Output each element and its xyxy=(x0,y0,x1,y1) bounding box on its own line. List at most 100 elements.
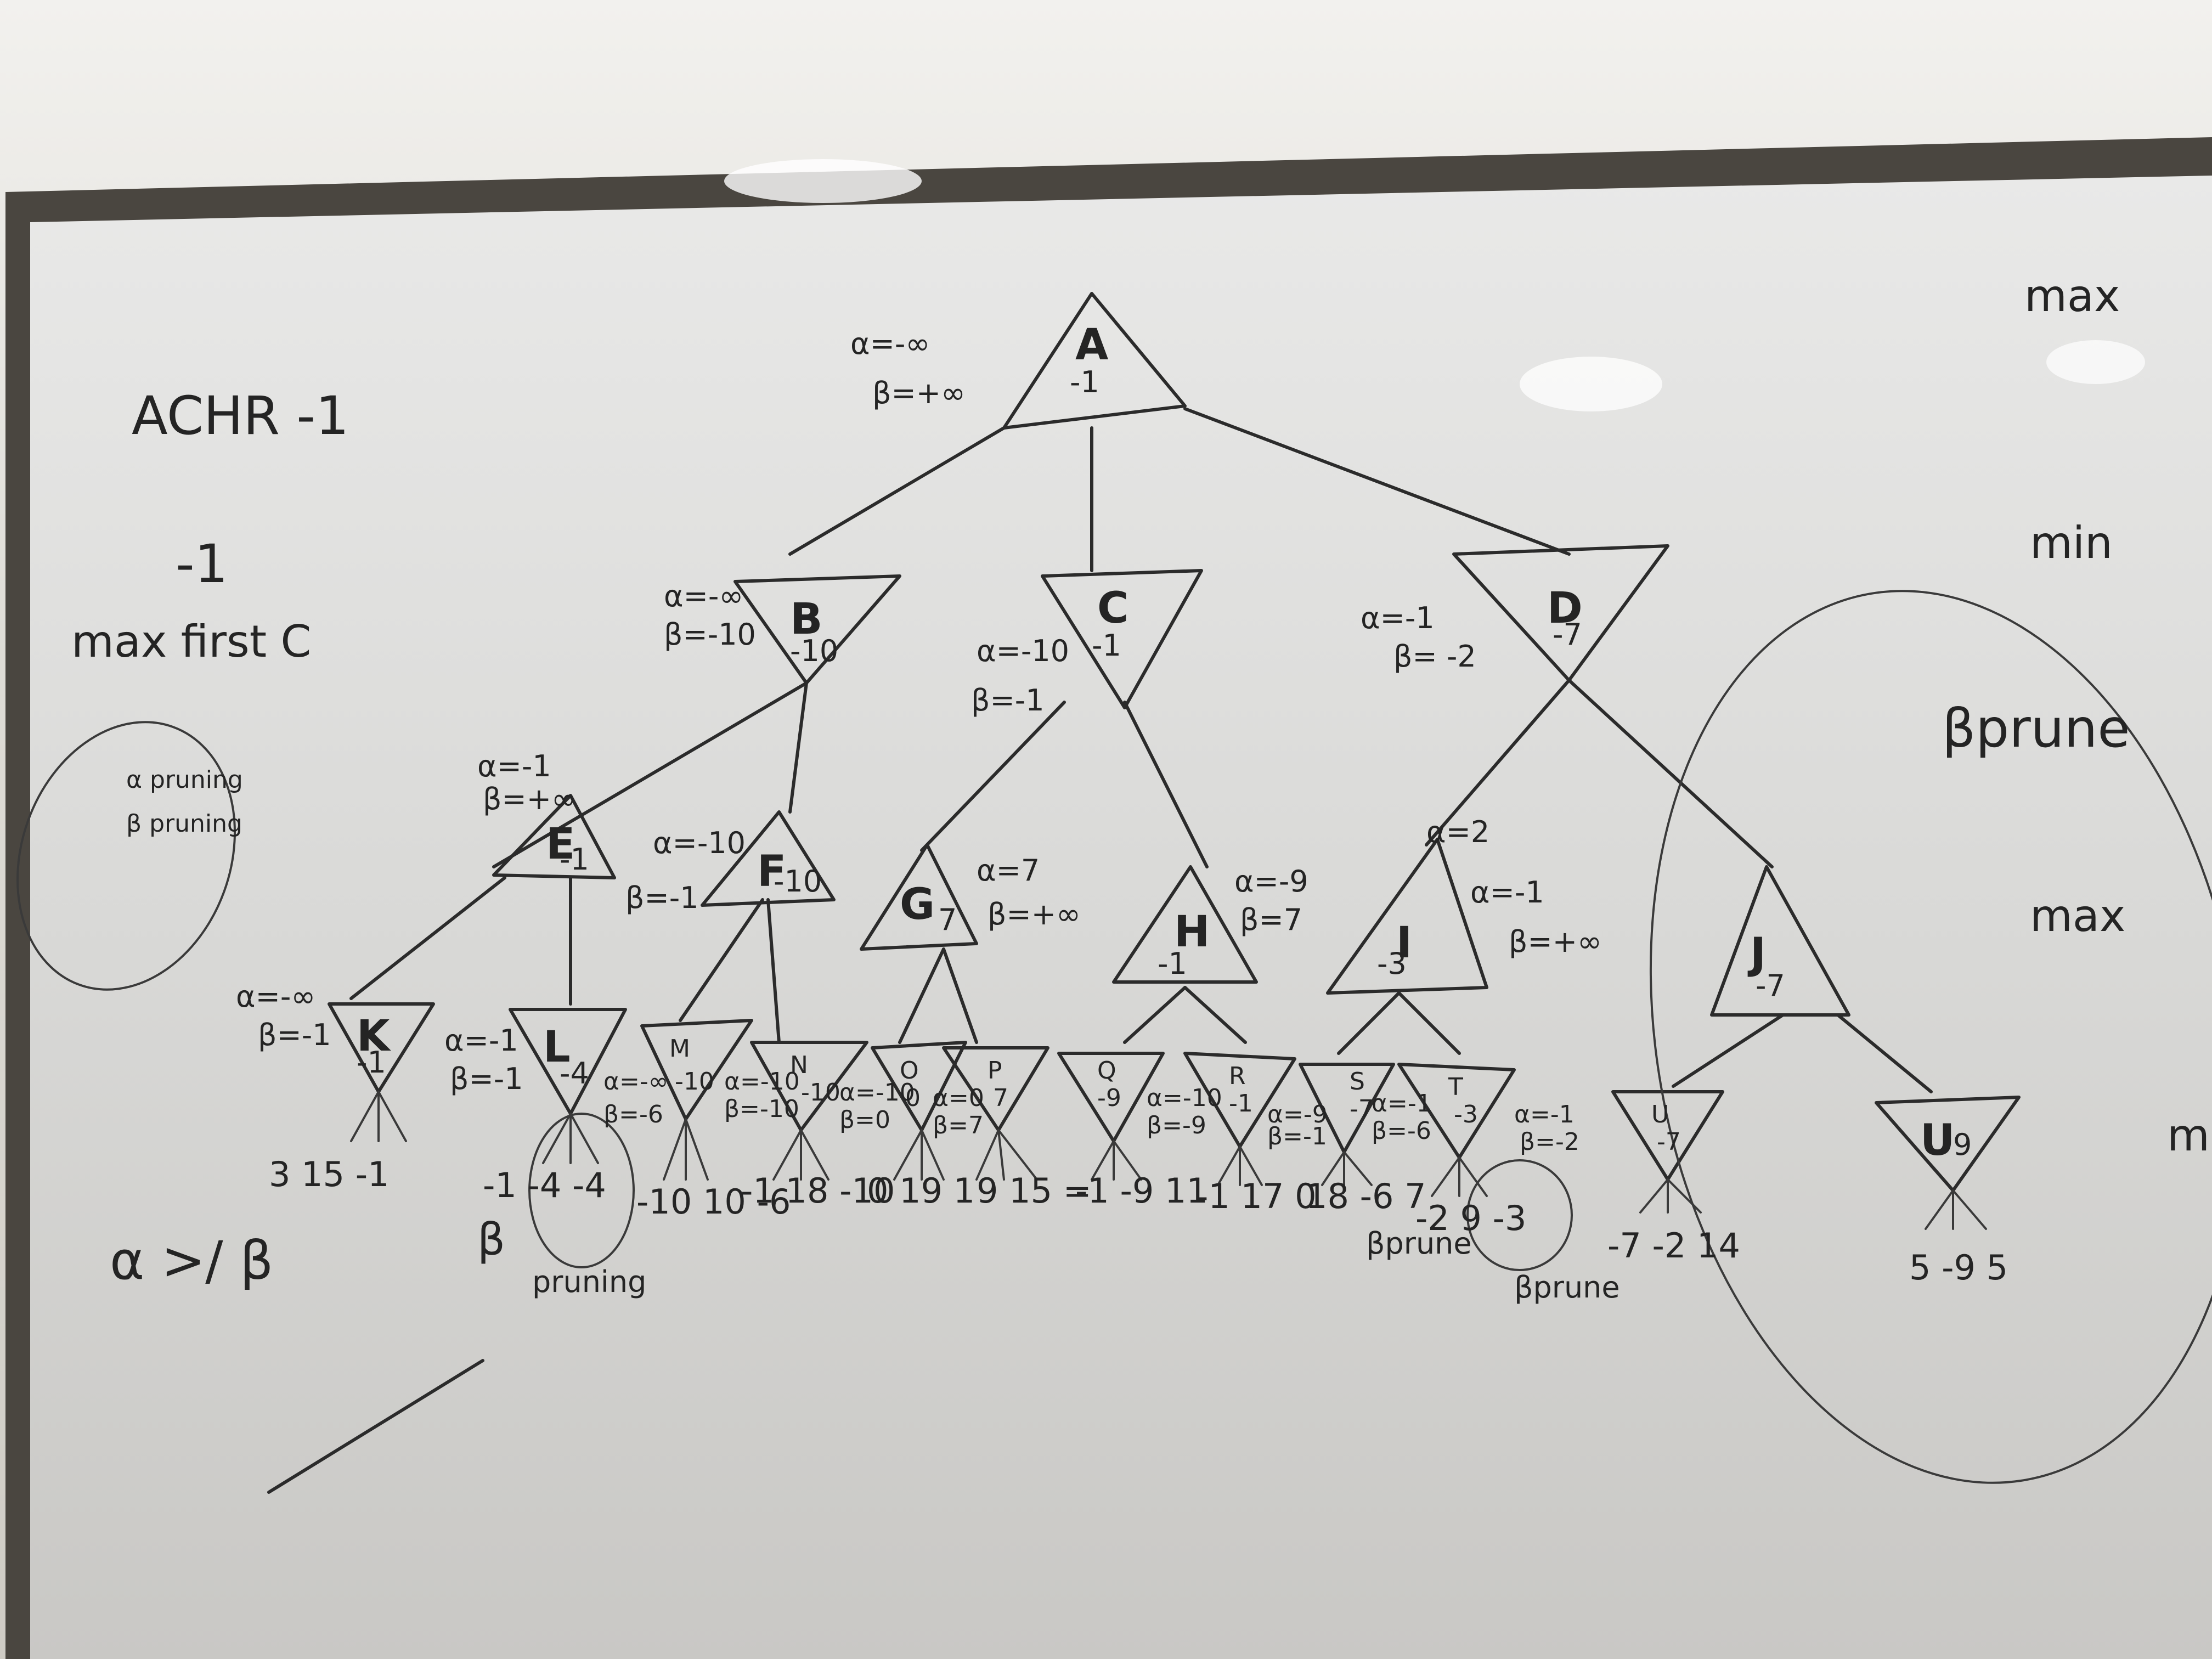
node-H-triangle xyxy=(1112,865,1258,984)
node-F-label: F xyxy=(757,847,787,896)
leaf-group-T: -2 9 -3 xyxy=(1415,1198,1527,1238)
node-F-beta: β=-1 xyxy=(625,881,699,915)
node-C-alpha: α=-10 xyxy=(977,634,1070,668)
node-M-alpha: α=-∞ xyxy=(603,1068,669,1096)
leaf-group-O: 0 19 1 xyxy=(867,1171,975,1211)
node-G-value: 7 xyxy=(938,902,957,937)
pruned-subtree-circle xyxy=(1649,590,2212,1484)
node-S-beta: β=-1 xyxy=(1267,1122,1327,1150)
node-K-value: -1 xyxy=(357,1045,386,1080)
node-E-beta: β=+∞ xyxy=(483,782,576,816)
node-E-label: E xyxy=(546,820,575,869)
node-V-triangle xyxy=(1875,1096,2021,1192)
leaf-group-N: -1 18 -10 xyxy=(741,1171,895,1211)
level-max-top: max xyxy=(2024,270,2120,321)
edge xyxy=(1123,701,1209,868)
node-G-alpha: α=7 xyxy=(977,853,1040,888)
leaf-group-R: -1 17 0 xyxy=(1196,1176,1317,1216)
node-P-triangle xyxy=(942,1046,1049,1132)
stroke xyxy=(267,1359,484,1494)
node-S-alpha: α=-9 xyxy=(1267,1101,1328,1128)
node-C-label: C xyxy=(1097,584,1129,633)
node-N-alpha: α=-10 xyxy=(724,1068,800,1096)
node-D-beta: β= -2 xyxy=(1393,639,1476,674)
leaf-group-Q: -1 -9 11 xyxy=(1075,1171,1208,1211)
node-F-value: -10 xyxy=(774,864,822,899)
note-minus-one: -1 xyxy=(176,533,228,595)
node-P-label: P xyxy=(988,1057,1002,1085)
node-I-extra: α=2 xyxy=(1426,815,1490,849)
edge xyxy=(492,681,808,868)
node-E-triangle xyxy=(492,794,616,879)
node-O-triangle xyxy=(871,1041,967,1132)
leaf-edges xyxy=(350,1091,1987,1230)
glare xyxy=(1520,357,1662,411)
node-O-alpha: α=-10 xyxy=(839,1079,915,1107)
node-H-beta: β=7 xyxy=(1240,902,1303,937)
node-J-value: -7 xyxy=(1756,968,1785,1003)
node-A-alpha: α=-∞ xyxy=(850,326,930,361)
node-G-beta: β=+∞ xyxy=(988,897,1081,932)
level-min: min xyxy=(2030,517,2113,568)
node-K-alpha: α=-∞ xyxy=(236,979,316,1014)
node-N-beta: β=-10 xyxy=(724,1095,799,1123)
pruning-legend-circle xyxy=(16,721,236,991)
node-I-beta: β=+∞ xyxy=(1509,924,1602,959)
node-F-alpha: α=-10 xyxy=(653,826,746,860)
node-D-value: -7 xyxy=(1553,617,1582,652)
pruned-T-circle xyxy=(1466,1159,1573,1271)
node-K-triangle xyxy=(328,1002,435,1093)
note-achr: ACHR -1 xyxy=(132,385,349,447)
beta-prune-label: βprune xyxy=(1942,698,2130,759)
node-P-value: 7 xyxy=(993,1084,1008,1112)
node-J-triangle xyxy=(1710,865,1850,1017)
node-T-value: -3 xyxy=(1454,1101,1478,1128)
node-T-label: T xyxy=(1448,1073,1463,1101)
edge xyxy=(1672,1013,1785,1088)
edge xyxy=(788,681,808,814)
note-alpha-pruning: α pruning xyxy=(126,766,243,794)
note-condition: α >/ β xyxy=(110,1230,274,1291)
node-H-alpha: α=-9 xyxy=(1234,864,1308,899)
node-I-alpha: α=-1 xyxy=(1470,875,1544,910)
node-B-value: -10 xyxy=(790,634,839,668)
node-G-label: G xyxy=(900,880,935,929)
edge xyxy=(1123,986,1187,1044)
node-C-value: -1 xyxy=(1092,628,1121,663)
node-M-label: M xyxy=(669,1035,690,1063)
leaf-group-S: 18 -6 7 xyxy=(1306,1176,1426,1216)
leaf-group-V: 5 -9 5 xyxy=(1909,1248,2008,1288)
node-K-label: K xyxy=(357,1012,390,1061)
node-H-label: H xyxy=(1174,907,1210,957)
edge xyxy=(1397,991,1461,1055)
node-T-beta: β=-6 xyxy=(1372,1117,1431,1145)
note-pruning: pruning xyxy=(532,1265,647,1299)
node-C-beta: β=-1 xyxy=(971,683,1045,718)
leaf-group-M: -10 10 -6 xyxy=(636,1182,791,1222)
edge xyxy=(920,701,1066,852)
node-E-alpha: α=-1 xyxy=(477,749,551,783)
node-K-beta: β=-1 xyxy=(258,1018,331,1052)
node-U-triangle xyxy=(1611,1090,1724,1181)
level-max-mid: max xyxy=(2030,890,2126,941)
node-L-beta: β=-1 xyxy=(450,1062,523,1096)
node-V-value: 9 xyxy=(1953,1127,1972,1162)
node-C-triangle xyxy=(1041,569,1203,709)
edge xyxy=(942,947,978,1044)
node-B-label: B xyxy=(790,595,823,644)
edge xyxy=(1183,986,1247,1044)
node-O-label: O xyxy=(900,1057,919,1085)
node-Q-triangle xyxy=(1057,1052,1165,1143)
edge xyxy=(898,947,945,1044)
node-I-label: I xyxy=(1396,918,1413,968)
node-R-triangle xyxy=(1183,1052,1296,1148)
node-O-value: 0 xyxy=(905,1084,921,1112)
node-U-label: U xyxy=(1651,1101,1669,1128)
node-U-alpha: α=-1 xyxy=(1514,1101,1575,1128)
node-M-beta: β=-6 xyxy=(603,1101,663,1128)
edge xyxy=(1425,679,1571,847)
node-A-value: -1 xyxy=(1070,365,1099,399)
node-S-label: S xyxy=(1350,1068,1365,1096)
node-U-beta: β=-2 xyxy=(1520,1128,1579,1156)
node-A-triangle xyxy=(1002,292,1187,430)
